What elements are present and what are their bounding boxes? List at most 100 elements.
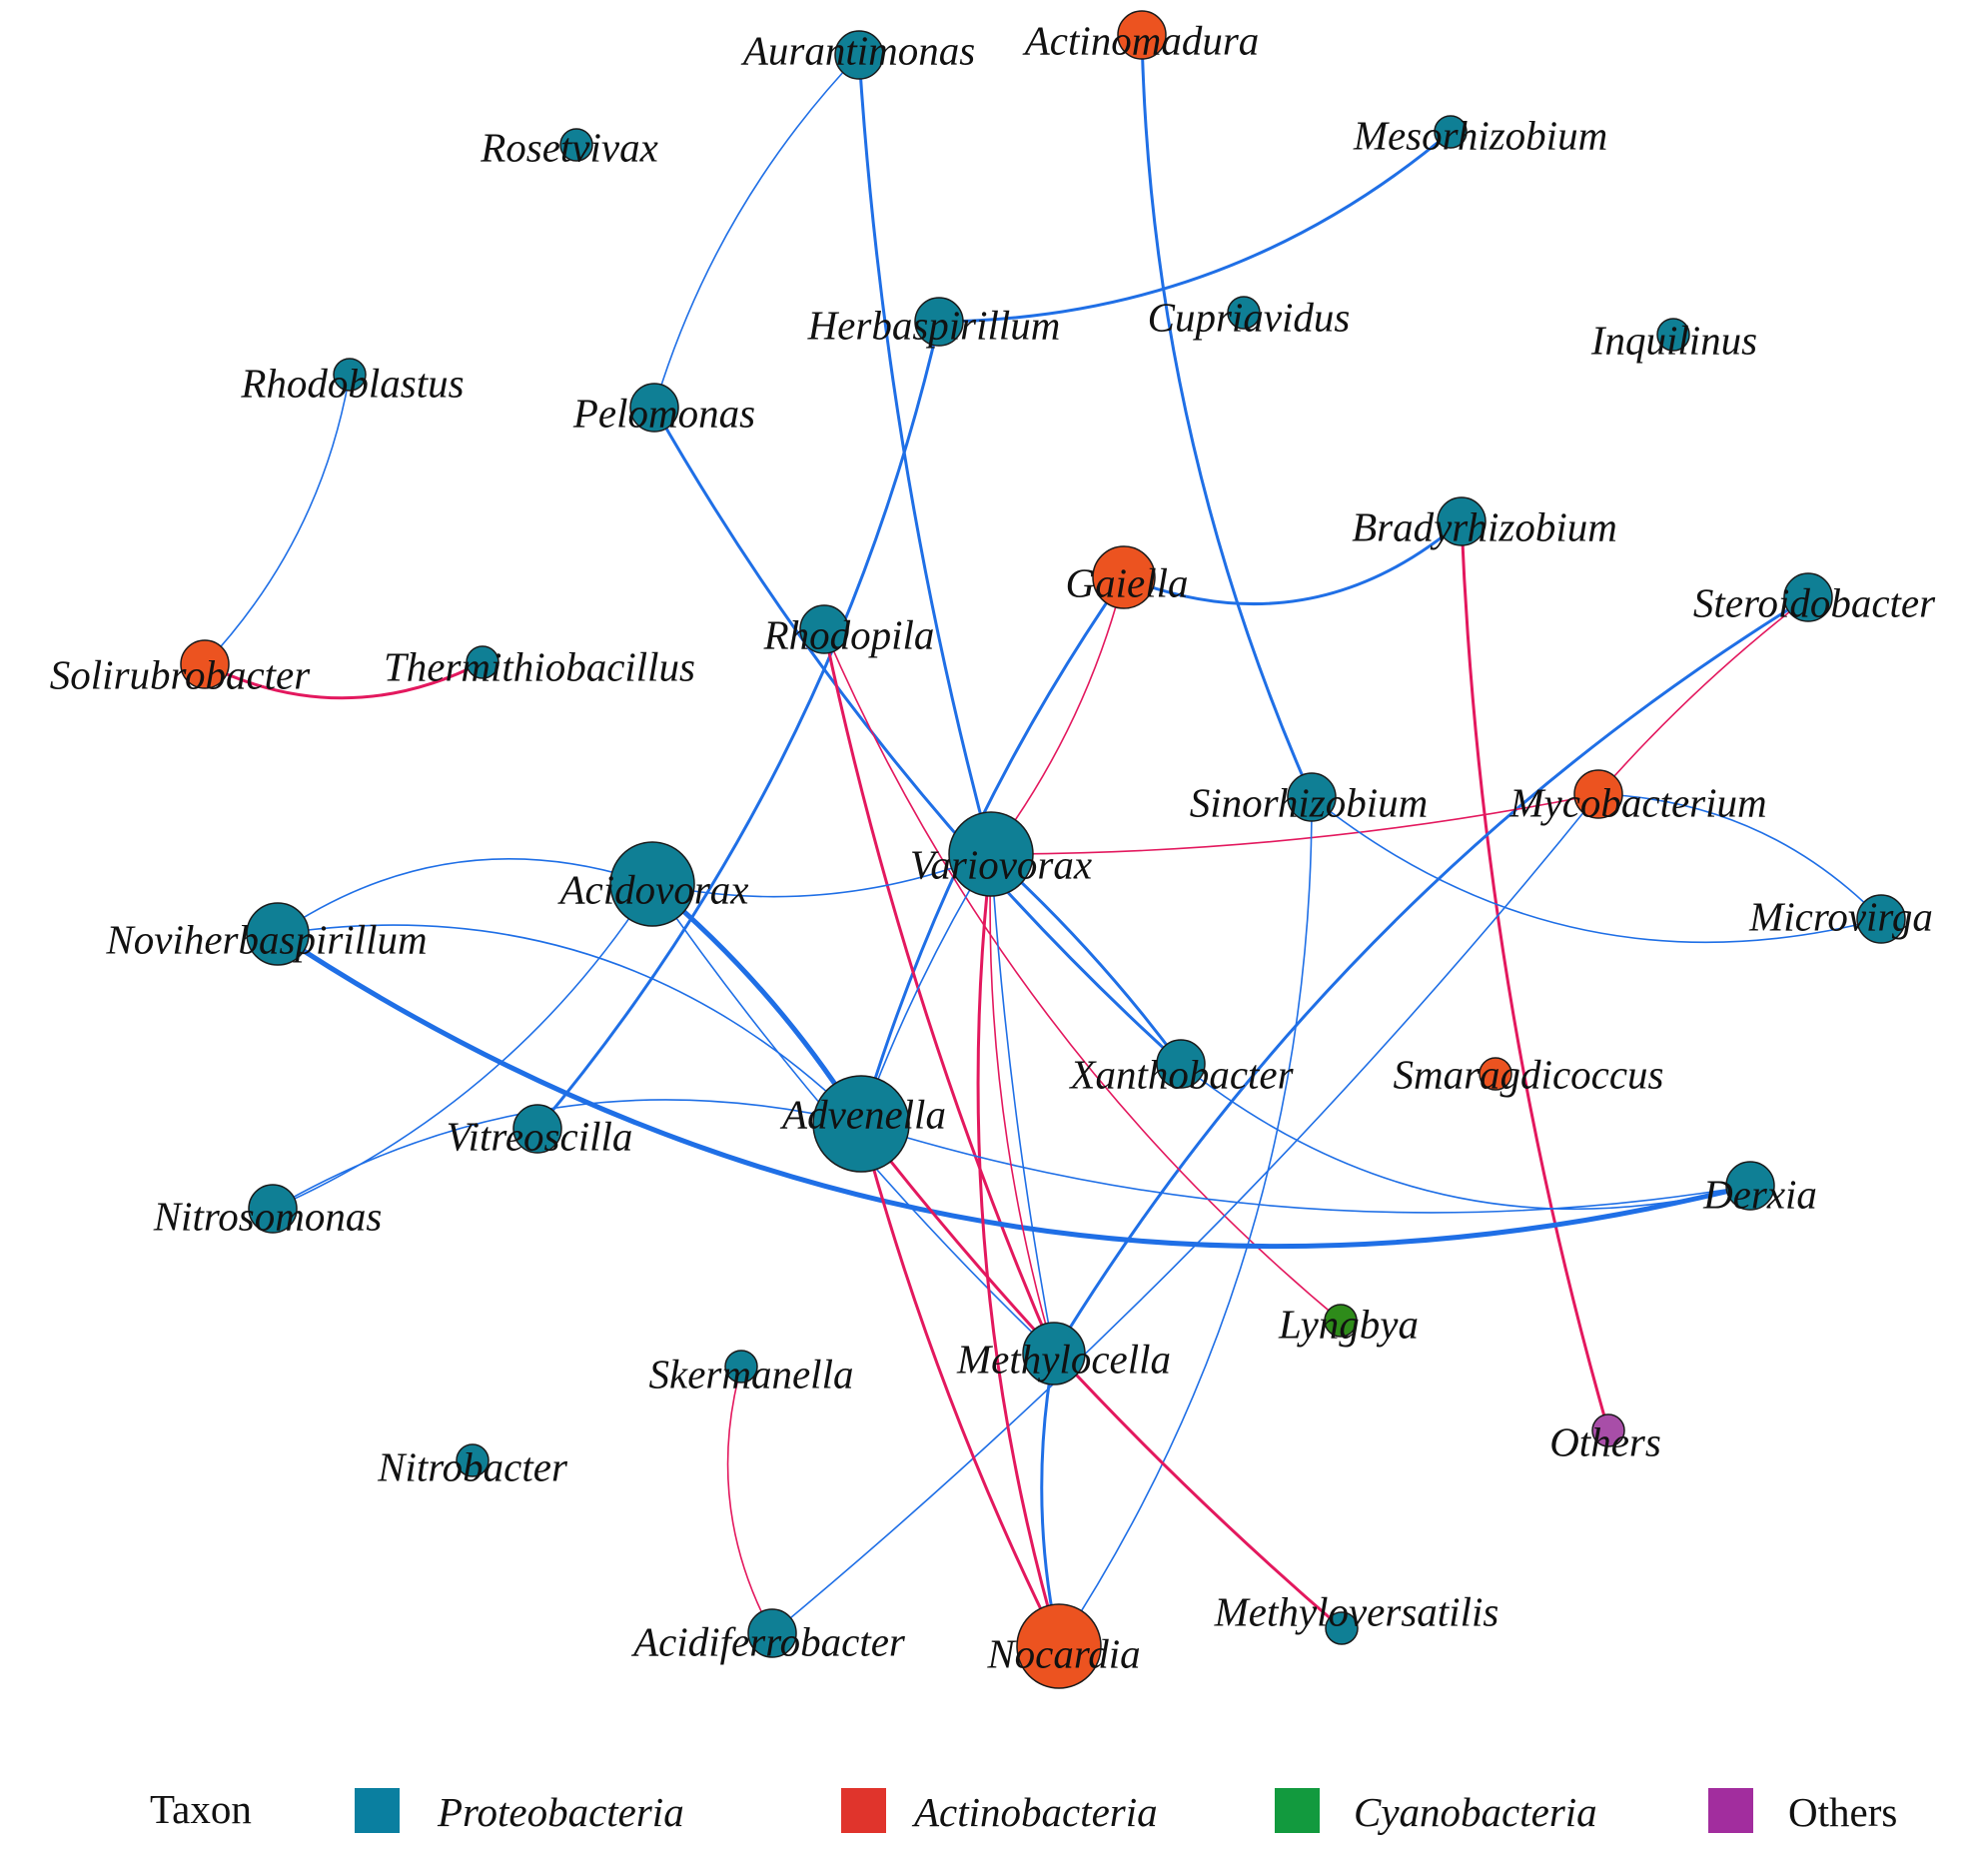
nodes-layer — [180, 10, 1906, 1689]
node-smaragdicoccus — [1479, 1057, 1512, 1091]
edge-noviherbaspirillum-advenella — [277, 924, 862, 1125]
edge-acidovorax-nitrosomonas — [272, 883, 653, 1210]
node-nocardia — [1016, 1603, 1102, 1689]
node-noviherbaspirillum — [246, 902, 310, 966]
legend-swatch-others — [1708, 1788, 1753, 1833]
node-label-sinorhizobium: Sinorhizobium — [1190, 779, 1428, 825]
node-label-rhodopila: Rhodopila — [763, 611, 935, 657]
node-label-noviherbaspirillum: Noviherbaspirillum — [105, 916, 427, 962]
node-label-acidovorax: Acidovorax — [557, 866, 749, 912]
edge-methylocella-nocardia — [1040, 1353, 1061, 1647]
node-gaiella — [1092, 545, 1156, 609]
edge-aurantimonas-pelomonas — [653, 54, 860, 409]
edge-herbaspirillum-vitreoscilla — [535, 321, 941, 1130]
node-label-skermanella: Skermanella — [649, 1351, 854, 1396]
node-label-mesorhizobium: Mesorhizobium — [1353, 112, 1607, 158]
node-methyloversatilis — [1325, 1611, 1359, 1645]
legend-swatch-cyanobacteria — [1275, 1788, 1320, 1833]
node-nitrosomonas — [248, 1184, 298, 1234]
node-label-nitrosomonas: Nitrosomonas — [153, 1193, 383, 1239]
legend-title: Taxon — [150, 1786, 252, 1832]
edge-mycobacterium-variovorax — [990, 793, 1599, 855]
edge-advenella-nocardia — [859, 1123, 1061, 1647]
node-acidovorax — [609, 841, 695, 927]
node-label-inquilinus: Inquilinus — [1590, 317, 1757, 363]
edge-steroidobacter-methylocella — [1052, 595, 1809, 1355]
edge-sinorhizobium-nocardia — [1058, 796, 1313, 1647]
node-microvirga — [1856, 894, 1906, 944]
node-variovorax — [948, 811, 1034, 897]
node-label-xanthobacter: Xanthobacter — [1068, 1051, 1294, 1097]
edge-sinorhizobium-microvirga — [1311, 796, 1882, 944]
edge-solirubrobacter-thermithiobacillus — [204, 660, 484, 700]
edge-actinomadura-sinorhizobium — [1140, 34, 1314, 798]
node-label-pelomonas: Pelomonas — [572, 390, 755, 436]
node-rhodoblastus — [333, 358, 367, 392]
node-actinomadura — [1117, 10, 1167, 60]
node-label-vitreoscilla: Vitreoscilla — [447, 1113, 633, 1159]
node-pelomonas — [629, 383, 679, 433]
node-xanthobacter — [1156, 1039, 1206, 1089]
node-thermithiobacillus — [466, 645, 499, 679]
node-label-derxia: Derxia — [1702, 1171, 1817, 1217]
node-bradyrhizobium — [1437, 496, 1487, 546]
edge-gaiella-bradyrhizobium — [1123, 519, 1463, 606]
node-label-advenella: Advenella — [779, 1091, 946, 1137]
node-label-herbaspirillum: Herbaspirillum — [807, 302, 1061, 348]
edge-variovorax-methylocella — [990, 853, 1055, 1355]
edge-rhodopila-methylocella — [822, 628, 1056, 1355]
edge-mesorhizobium-herbaspirillum — [938, 130, 1452, 324]
node-label-rosetvivax: Rosetvivax — [480, 124, 658, 170]
legend-label-actinobacteria: Actinobacteria — [911, 1789, 1158, 1835]
edge-advenella-nitrosomonas — [272, 1099, 862, 1210]
edge-xanthobacter-derxia — [1180, 1063, 1751, 1211]
legend-label-cyanobacteria: Cyanobacteria — [1354, 1789, 1597, 1835]
legend-swatch-actinobacteria — [841, 1788, 886, 1833]
edge-rhodoblastus-solirubrobacter — [204, 374, 351, 665]
edge-mycobacterium-microvirga — [1597, 793, 1882, 920]
node-mesorhizobium — [1434, 115, 1468, 149]
node-steroidobacter — [1783, 572, 1833, 622]
edge-advenella-methyloversatilis — [859, 1123, 1343, 1630]
node-acidiferrobacter — [747, 1608, 797, 1658]
edge-steroidobacter-mycobacterium — [1597, 596, 1809, 795]
edge-noviherbaspirillum-derxia — [276, 931, 1751, 1250]
node-methylocella — [1022, 1322, 1086, 1386]
node-inquilinus — [1656, 318, 1690, 352]
node-label-gaiella: Gaiella — [1066, 559, 1189, 605]
node-lyngbya — [1324, 1304, 1358, 1338]
node-label-methylocella: Methylocella — [956, 1336, 1171, 1382]
node-nitrobacter — [456, 1443, 490, 1477]
edge-gaiella-variovorax — [990, 576, 1125, 855]
edge-pelomonas-xanthobacter — [652, 407, 1183, 1066]
node-label-lyngbya: Lyngbya — [1278, 1301, 1419, 1347]
edge-aurantimonas-variovorax — [857, 54, 993, 855]
legend: Taxon Proteobacteria Actinobacteria Cyan… — [150, 1786, 1897, 1835]
node-label-aurantimonas: Aurantimonas — [740, 27, 975, 73]
node-derxia — [1725, 1161, 1775, 1211]
edge-bradyrhizobium-others_node — [1460, 520, 1610, 1431]
node-label-smaragdicoccus: Smaragdicoccus — [1393, 1051, 1663, 1097]
edge-acidovorax-variovorax — [651, 853, 992, 898]
node-herbaspirillum — [914, 297, 964, 347]
edge-methylocella-variovorax — [989, 853, 1055, 1355]
node-solirubrobacter — [180, 639, 230, 689]
node-others_node — [1591, 1413, 1625, 1447]
node-advenella — [812, 1075, 910, 1173]
node-label-steroidobacter: Steroidobacter — [1693, 579, 1936, 625]
node-sinorhizobium — [1287, 772, 1337, 822]
edge-noviherbaspirillum-acidovorax — [277, 858, 653, 935]
node-mycobacterium — [1573, 769, 1623, 819]
edge-mycobacterium-acidiferrobacter — [771, 793, 1599, 1634]
node-label-actinomadura: Actinomadura — [1022, 17, 1260, 63]
node-label-methyloversatilis: Methyloversatilis — [1214, 1588, 1499, 1634]
node-label-nitrobacter: Nitrobacter — [377, 1443, 568, 1489]
node-rosetvivax — [559, 128, 593, 162]
node-label-others_node: Others — [1549, 1418, 1661, 1464]
node-vitreoscilla — [512, 1104, 562, 1154]
node-label-nocardia: Nocardia — [986, 1630, 1140, 1676]
node-label-cupriavidus: Cupriavidus — [1148, 294, 1351, 340]
node-label-rhodoblastus: Rhodoblastus — [240, 360, 464, 406]
